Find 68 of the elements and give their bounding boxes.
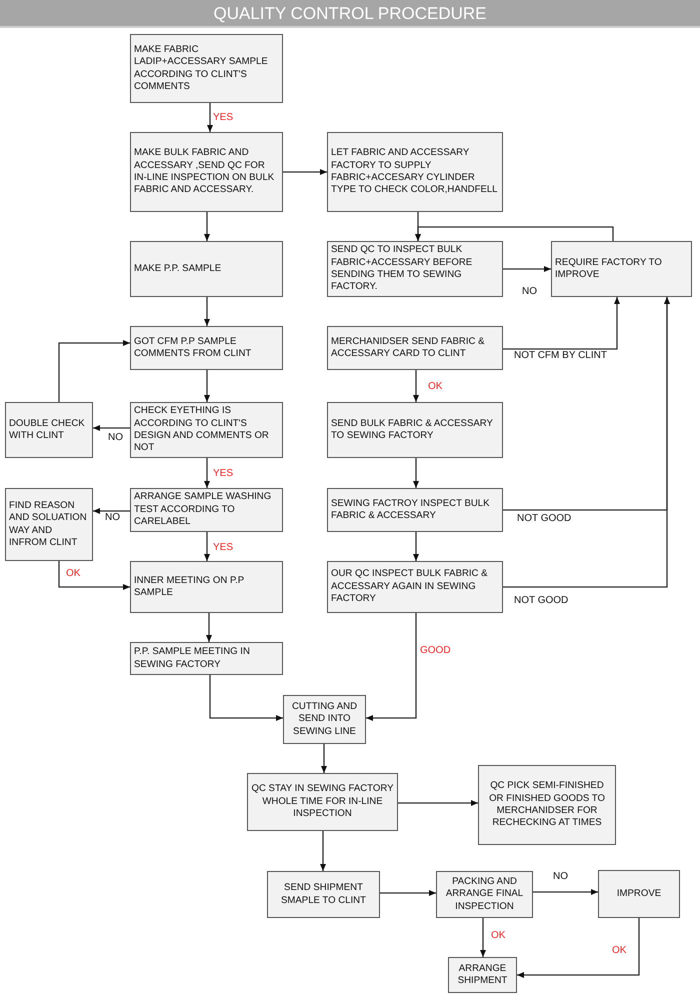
arrow	[413, 370, 419, 402]
arrow	[206, 613, 212, 642]
edge-label: NO	[553, 871, 568, 883]
process-box: PACKING AND ARRANGE FINAL INSPECTION	[436, 871, 533, 918]
process-box: MAKE P.P. SAMPLE	[130, 241, 283, 297]
arrow	[503, 297, 620, 350]
arrow	[204, 212, 210, 241]
process-box: MAKE FABRIC LADIP+ACCESSARY SAMPLE ACCORDING TO CLINT'S COMMENTS	[130, 34, 283, 103]
edge-label: YES	[213, 112, 234, 124]
process-box: SEWING FACTROY INSPECT BULK FABRIC & ACCESSARY	[327, 488, 503, 532]
arrow	[517, 918, 640, 978]
edge-label: NO	[105, 512, 120, 524]
process-box: IMPROVE	[598, 870, 680, 918]
arrow	[413, 458, 419, 488]
arrow	[93, 425, 130, 431]
process-box: MAKE BULK FABRIC AND ACCESSARY ,SEND QC FOR IN-LINE INSPECTION ON BULK FABRIC AND ACCESSARY.	[130, 132, 283, 212]
process-box: ARRANGE SAMPLE WASHING TEST ACCORDING TO CARELABEL	[130, 488, 283, 532]
edge-label: OK	[491, 930, 506, 942]
edge-label: NOT GOOD	[517, 513, 572, 525]
edge-label: OK	[612, 945, 626, 957]
edge-label: NOT GOOD	[514, 595, 568, 607]
arrow	[503, 266, 551, 272]
process-box: INNER MEETING ON P.P SAMPLE	[130, 561, 283, 613]
arrow	[207, 103, 213, 132]
arrow	[58, 340, 130, 402]
arrow	[209, 675, 283, 721]
arrow	[503, 297, 670, 588]
process-box: P.P. SAMPLE MEETING IN SEWING FACTORY	[130, 642, 283, 675]
arrow	[204, 532, 210, 561]
arrow	[533, 889, 598, 895]
edge-label: YES	[213, 468, 234, 480]
edge-label: NOT CFM BY CLINT	[514, 350, 607, 362]
process-box: CUTTING AND SEND INTO SEWING LINE	[283, 695, 366, 744]
process-box: SEND QC TO INSPECT BULK FABRIC+ACCESSARY BEFORE SENDING THEM TO SEWING FACTORY.	[327, 241, 503, 297]
arrow	[413, 532, 419, 561]
arrow	[480, 918, 486, 957]
arrow	[283, 169, 327, 175]
arrow	[204, 370, 210, 402]
process-box: OUR QC INSPECT BULK FABRIC & ACCESSARY AGAIN IN SEWING FACTORY	[327, 561, 503, 613]
process-box: GOT CFM P.P SAMPLE COMMENTS FROM CLINT	[130, 326, 283, 370]
process-box: FIND REASON AND SOLUATION WAY AND INFROM CLINT	[5, 488, 93, 561]
arrow	[204, 458, 210, 488]
process-box: REQUIRE FACTORY TO IMPROVE	[551, 241, 692, 297]
process-box: DOUBLE CHECK WITH CLINT	[5, 402, 93, 458]
arrow	[380, 890, 436, 896]
process-box: LET FABRIC AND ACCESSARY FACTORY TO SUPPLY FABRIC+ACCESARY CYLINDER TYPE TO CHECK COLOR,HANDFELL	[327, 132, 503, 212]
process-box: ARRANGE SHIPMENT	[448, 957, 517, 993]
arrow	[415, 226, 614, 241]
arrow	[320, 831, 326, 871]
edge-label: OK	[66, 568, 80, 580]
arrow	[58, 561, 130, 590]
process-box: SEND SHIPMENT SMAPLE TO CLINT	[267, 871, 380, 918]
process-box: QC STAY IN SEWING FACTORY WHOLE TIME FOR IN-LINE INSPECTION	[247, 773, 398, 831]
arrow	[321, 744, 327, 773]
edge-label: GOOD	[420, 645, 451, 657]
process-box: SEND BULK FABRIC & ACCESSARY TO SEWING FACTORY	[327, 402, 503, 458]
arrow	[204, 297, 210, 326]
edge-label: YES	[213, 542, 234, 554]
arrow	[366, 613, 417, 721]
process-box: MERCHANIDSER SEND FABRIC & ACCESSARY CARD TO CLINT	[327, 326, 503, 370]
process-box: QC PICK SEMI-FINISHED OR FINISHED GOODS TO MERCHANIDSER FOR RECHECKING AT TIMES	[478, 765, 616, 845]
arrow	[398, 800, 478, 806]
arrow	[93, 508, 130, 514]
edge-label: OK	[428, 381, 442, 393]
edge-label: NO	[522, 286, 537, 298]
title-banner: QUALITY CONTROL PROCEDURE	[0, 0, 700, 28]
edge-label: NO	[108, 432, 123, 444]
process-box: CHECK EYETHING IS ACCORDING TO CLINT'S DESIGN AND COMMENTS OR NOT	[130, 402, 283, 458]
